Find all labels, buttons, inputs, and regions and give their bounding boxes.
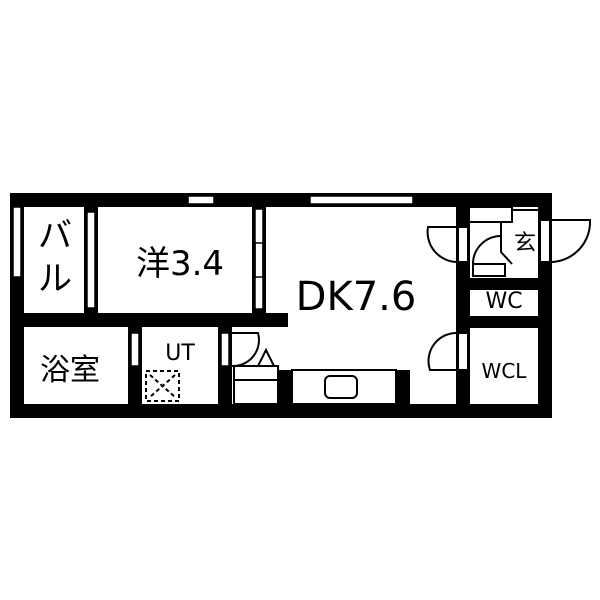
room-label-wc: WC bbox=[485, 289, 522, 314]
room-label-balcony-2: ル bbox=[38, 259, 72, 299]
room-label-balcony-1: バ bbox=[38, 216, 72, 256]
windows bbox=[12, 195, 414, 367]
room-label-western: 洋3.4 bbox=[136, 244, 224, 284]
doors bbox=[231, 206, 592, 405]
room-label-dk: DK7.6 bbox=[296, 274, 417, 320]
washer-pan-icon bbox=[145, 370, 180, 402]
room-label-entrance: 玄 bbox=[514, 231, 536, 256]
room-label-wcl: WCL bbox=[482, 359, 528, 383]
room-label-utility: UT bbox=[165, 341, 195, 366]
room-label-bathroom: 浴室 bbox=[40, 353, 100, 388]
